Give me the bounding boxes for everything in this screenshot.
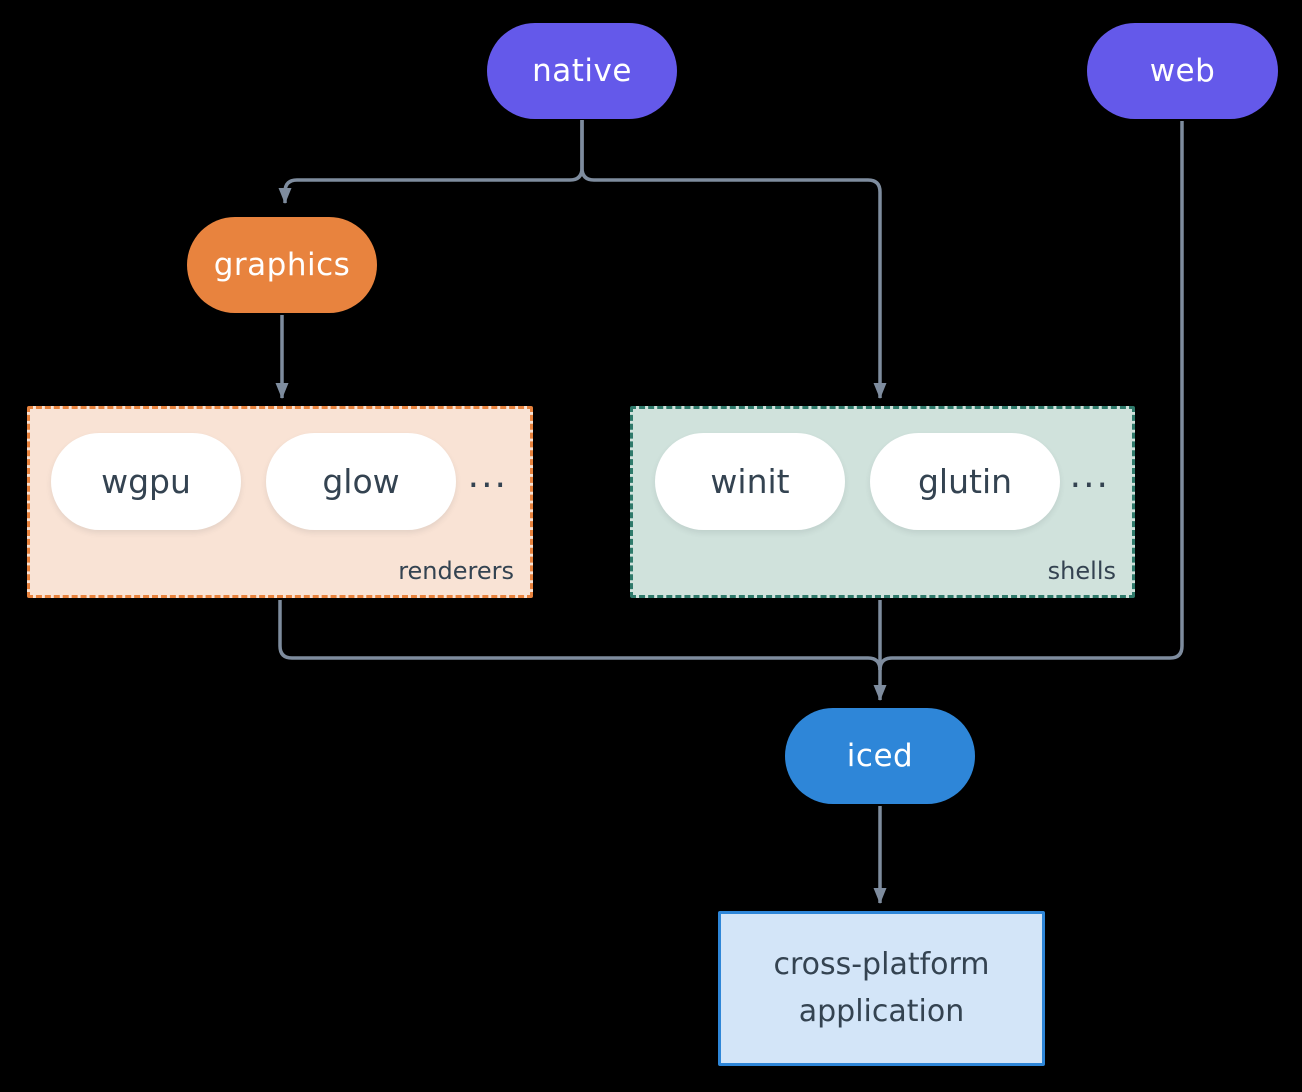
node-native-label: native [532,53,632,89]
group-shells: winit glutin ... shells [630,406,1135,598]
renderers-group-label: renderers [398,557,514,585]
edge-native-shells [580,120,887,399]
node-iced: iced [785,708,975,804]
node-iced-label: iced [846,738,914,774]
node-graphics: graphics [187,217,377,313]
shells-ellipsis: ... [1069,455,1110,496]
node-winit-label: winit [710,462,790,501]
group-renderers: wgpu glow ... renderers [27,406,533,598]
node-web: web [1087,23,1278,119]
node-wgpu: wgpu [51,433,241,530]
edge-native-graphics [278,120,584,204]
node-cross-platform-application: cross-platform application [718,911,1045,1066]
node-glow-label: glow [322,462,400,501]
node-graphics-label: graphics [213,247,351,283]
shells-group-label: shells [1047,557,1116,585]
renderers-ellipsis: ... [467,455,508,496]
node-glutin: glutin [870,433,1060,530]
node-wgpu-label: wgpu [101,462,191,501]
node-winit: winit [655,433,845,530]
node-application-label: cross-platform application [773,947,990,1029]
node-glow: glow [266,433,456,530]
edge-renderers-iced [278,600,882,671]
node-glutin-label: glutin [917,462,1013,501]
node-native: native [487,23,677,119]
node-web-label: web [1149,53,1216,89]
